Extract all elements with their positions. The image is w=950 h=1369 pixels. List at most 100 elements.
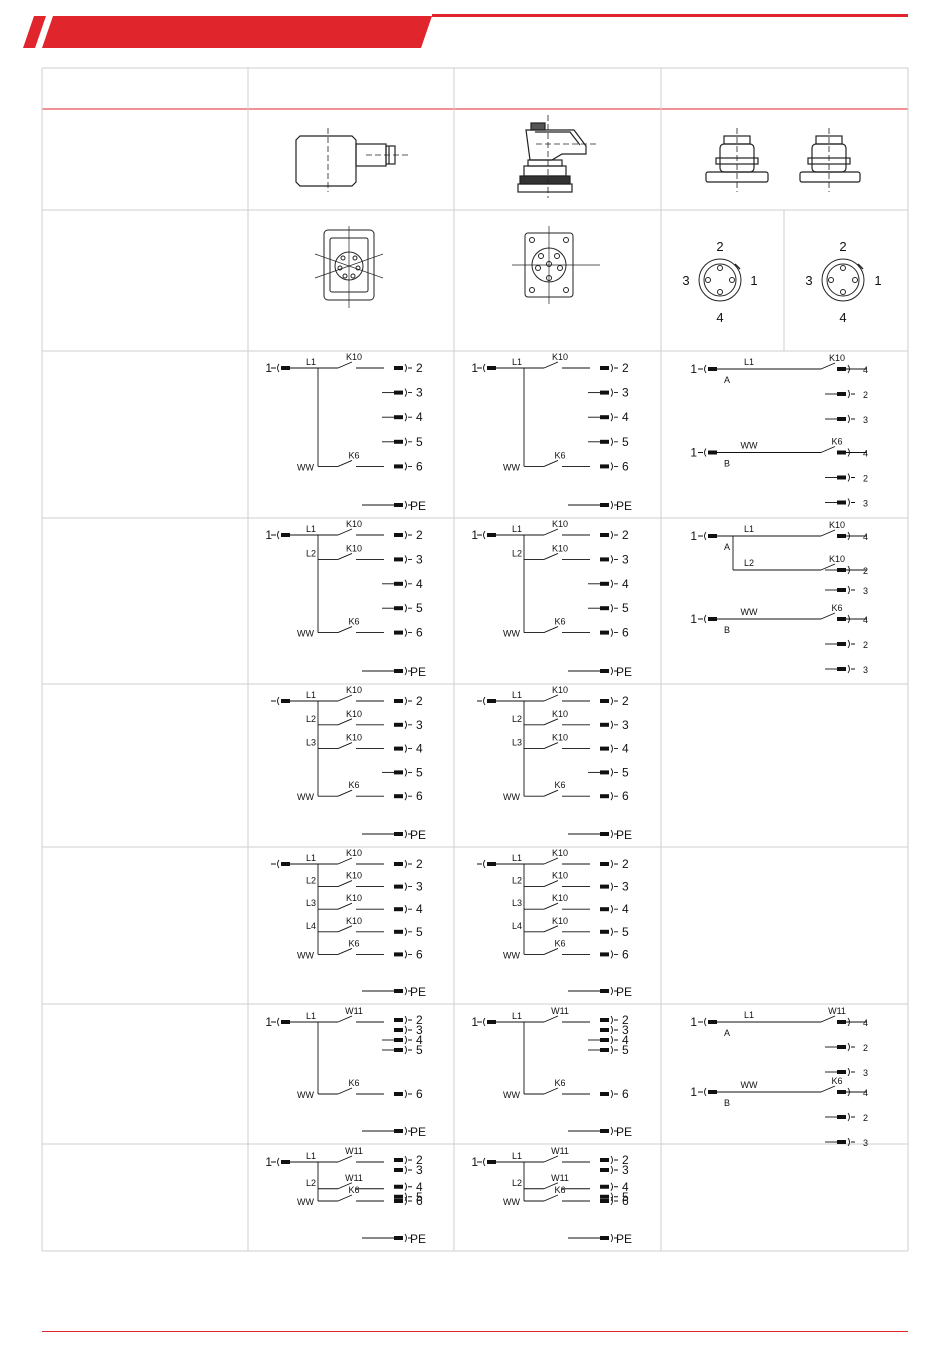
pin-label-bottom-left: 4	[716, 310, 723, 325]
connector-body-icon	[600, 503, 609, 507]
pin-label-left-left: 3	[682, 273, 689, 288]
terminal-label: 3	[863, 665, 868, 675]
connector-body-icon	[394, 832, 403, 836]
pin-in-label: 1	[690, 612, 697, 626]
connector-body-icon	[394, 1199, 403, 1203]
connector-in-icon	[477, 530, 486, 540]
line-label: L1	[306, 690, 316, 700]
connector-body-icon	[600, 533, 609, 537]
contact-label: W11	[551, 1146, 569, 1156]
switch-blade	[543, 528, 559, 536]
pin-label-top-right: 2	[839, 239, 846, 254]
connector-in-icon	[477, 696, 486, 706]
connector-out-icon	[847, 585, 855, 595]
terminal-label: 2	[622, 694, 629, 708]
contact-label: K6	[348, 780, 359, 790]
connector-body-icon	[600, 1048, 609, 1052]
line-label: L2	[512, 714, 522, 724]
contact-label: K6	[348, 450, 359, 460]
pin-in-label: 1	[690, 1085, 697, 1099]
plug-label: B	[724, 1098, 730, 1108]
connector-in-icon	[271, 859, 280, 869]
m12-socket-drawing-left	[705, 128, 769, 192]
terminal-label: 6	[416, 947, 423, 961]
pin-in-label: 1	[265, 1155, 272, 1169]
terminal-label: 4	[416, 1180, 423, 1194]
terminal-label: 6	[416, 459, 423, 473]
contact-label: K10	[346, 916, 362, 926]
terminal-label: 3	[863, 586, 868, 596]
connector-body-icon	[600, 581, 609, 586]
terminal-label: 2	[622, 857, 629, 871]
connector-body-icon	[600, 989, 609, 993]
connector-body-icon	[487, 862, 496, 866]
connector-out-icon	[847, 448, 855, 457]
connector-out-icon	[404, 579, 412, 589]
switch-blade	[337, 361, 353, 369]
connector-body-icon	[600, 746, 609, 751]
terminal-label: 3	[416, 880, 423, 894]
connector-body-icon	[600, 415, 609, 420]
connector-in-icon	[698, 448, 707, 457]
contact-label: K10	[552, 543, 568, 553]
terminal-label: 2	[622, 1153, 629, 1167]
plug-label: A	[724, 542, 730, 552]
switch-blade	[337, 1194, 353, 1202]
switch-blade	[820, 1015, 836, 1023]
connector-out-icon	[847, 565, 855, 575]
terminal-label: 5	[416, 765, 423, 779]
line-label: L2	[306, 1178, 316, 1188]
pe-label: PE	[410, 499, 426, 513]
contact-label: K6	[348, 617, 359, 627]
terminal-label: 4	[622, 1033, 629, 1047]
contact-label: K10	[346, 733, 362, 743]
terminal-label: 3	[416, 1163, 423, 1177]
connector-body-icon	[281, 533, 290, 537]
connector-body-icon	[281, 366, 290, 370]
switch-blade	[337, 789, 353, 797]
connector-in-icon	[477, 1017, 486, 1027]
terminal-label: 5	[416, 601, 423, 615]
switch-blade	[337, 1182, 353, 1190]
connector-body-icon	[394, 390, 403, 395]
connector-body-icon	[600, 722, 609, 727]
connector-body-icon	[600, 1018, 609, 1022]
terminal-label: 2	[622, 361, 629, 375]
terminal-label: 2	[416, 361, 423, 375]
connector-out-icon	[610, 1025, 618, 1035]
connector-out-icon	[404, 363, 412, 373]
terminal-label: 3	[622, 552, 629, 566]
connector-out-icon	[847, 664, 855, 674]
connector-body-icon	[394, 581, 403, 586]
connector-body-icon	[837, 588, 846, 592]
connector-out-icon	[610, 904, 618, 914]
connector-body-icon	[837, 1140, 846, 1144]
connector-body-icon	[600, 1129, 609, 1133]
contact-label: K10	[829, 353, 845, 363]
line-label: L2	[306, 876, 316, 886]
connector-out-icon	[610, 720, 618, 730]
switch-blade	[337, 857, 353, 865]
switch-blade	[543, 1087, 559, 1095]
terminal-label: 3	[863, 415, 868, 425]
connector-body-icon	[281, 862, 290, 866]
connector-body-icon	[837, 1090, 846, 1094]
connector-out-icon	[610, 1155, 618, 1165]
contact-label: K6	[554, 617, 565, 627]
switch-blade	[543, 361, 559, 369]
ww-label: WW	[297, 1197, 314, 1207]
terminal-label: 6	[416, 1087, 423, 1101]
connector-out-icon	[610, 462, 618, 471]
connector-out-icon	[404, 1182, 412, 1192]
terminal-label: 2	[416, 528, 423, 542]
connector-body-icon	[394, 794, 403, 799]
connector-body-icon	[281, 699, 290, 703]
terminal-label: 4	[622, 410, 629, 424]
connector-body-icon	[487, 1160, 496, 1164]
terminal-label: 5	[416, 925, 423, 939]
line-label: L2	[512, 876, 522, 886]
